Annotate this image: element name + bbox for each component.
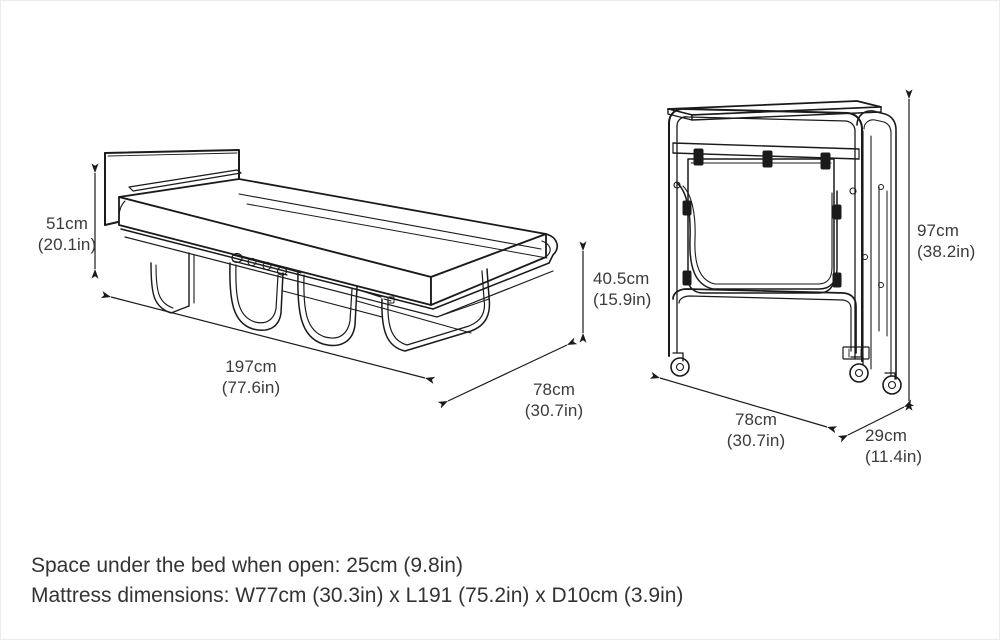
leg-head — [150, 252, 195, 314]
folded-lower-rail — [672, 288, 857, 354]
leg-center-left — [229, 262, 284, 331]
folded-bed-view — [667, 100, 902, 395]
folded-frame-rear — [856, 110, 897, 380]
center-hinge-mechanism — [231, 252, 302, 276]
mattress — [118, 169, 547, 306]
folded-leg-tubes — [676, 182, 838, 290]
folded-inner-strut — [862, 130, 888, 370]
open-bed-view — [104, 149, 558, 352]
folded-bed-dimension-lines — [649, 89, 915, 443]
dimension-label-open-deck-height: 40.5cm (15.9in) — [593, 268, 703, 310]
folded-mattress-panel — [687, 158, 835, 294]
open-deck-height-cm: 40.5cm — [593, 269, 650, 288]
folded-depth-in: (11.4in) — [865, 447, 923, 466]
open-width-cm: 78cm — [533, 380, 575, 399]
folded-depth-cm: 29cm — [865, 426, 907, 445]
folded-height-in: (38.2in) — [917, 242, 976, 261]
folded-height-cm: 97cm — [917, 221, 959, 240]
open-length-cm: 197cm — [225, 357, 277, 376]
dimension-label-folded-width: 78cm (30.7in) — [701, 409, 811, 451]
folded-width-cm: 78cm — [735, 410, 777, 429]
dimension-line-folded-depth-29 — [837, 399, 915, 443]
bed-far-rail — [238, 193, 548, 259]
dimension-line-width-78 — [437, 337, 578, 409]
dimension-label-open-width: 78cm (30.7in) — [499, 379, 609, 421]
footnote-space-under-bed: Space under the bed when open: 25cm (9.8… — [31, 554, 463, 577]
open-height-in: (20.1in) — [37, 235, 97, 254]
base-bracket — [842, 346, 870, 360]
castor-wheels — [670, 352, 902, 395]
dimension-label-folded-depth: 29cm (11.4in) — [865, 425, 955, 467]
dimension-line-folded-width-78 — [649, 371, 838, 434]
open-height-cm: 51cm — [46, 214, 88, 233]
open-deck-height-in: (15.9in) — [593, 290, 652, 309]
dimension-label-open-length: 197cm (77.6in) — [191, 356, 311, 398]
open-bed-dimension-lines — [91, 163, 587, 409]
folded-width-in: (30.7in) — [726, 431, 786, 450]
dimension-line-length-197 — [100, 291, 436, 384]
open-length-in: (77.6in) — [221, 378, 281, 397]
dimension-label-open-height: 51cm (20.1in) — [21, 213, 113, 255]
dimension-label-folded-height: 97cm (38.2in) — [917, 220, 999, 262]
open-width-in: (30.7in) — [524, 401, 584, 420]
frame-hinges — [673, 181, 884, 288]
footnote-mattress-dimensions: Mattress dimensions: W77cm (30.3in) x L1… — [31, 584, 684, 607]
folded-frame-front — [668, 107, 863, 362]
footnotes: Space under the bed when open: 25cm (9.8… — [31, 551, 683, 611]
